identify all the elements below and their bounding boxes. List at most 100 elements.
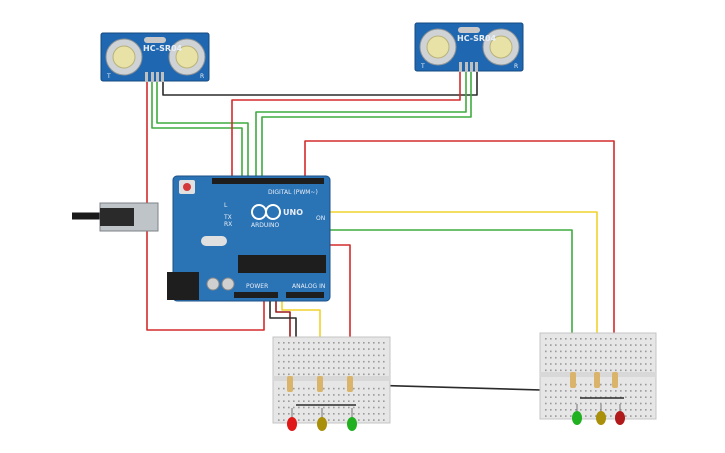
- breadboard-hole[interactable]: [635, 344, 637, 346]
- breadboard-hole[interactable]: [368, 360, 370, 363]
- breadboard-hole[interactable]: [650, 409, 652, 411]
- breadboard-hole[interactable]: [590, 338, 592, 340]
- breadboard-hole[interactable]: [590, 350, 592, 353]
- breadboard-hole[interactable]: [640, 363, 642, 365]
- breadboard-hole[interactable]: [650, 350, 652, 353]
- breadboard-hole[interactable]: [313, 394, 315, 396]
- breadboard-hole[interactable]: [313, 367, 315, 369]
- breadboard-hole[interactable]: [650, 369, 652, 372]
- breadboard-hole[interactable]: [278, 348, 280, 350]
- breadboard-hole[interactable]: [605, 409, 607, 411]
- arduino-uno-board[interactable]: ARDUINO UNO DIGITAL (PWM~) ANALOG IN POW…: [99, 175, 331, 302]
- breadboard-hole[interactable]: [333, 360, 335, 363]
- breadboard-hole[interactable]: [575, 363, 577, 365]
- breadboard-hole[interactable]: [570, 344, 572, 346]
- breadboard-hole[interactable]: [288, 400, 290, 402]
- breadboard-hole[interactable]: [338, 419, 340, 421]
- breadboard-hole[interactable]: [590, 369, 592, 372]
- breadboard-hole[interactable]: [308, 342, 310, 344]
- breadboard-hole[interactable]: [338, 367, 340, 369]
- breadboard-hole[interactable]: [620, 356, 622, 359]
- breadboard-hole[interactable]: [605, 344, 607, 346]
- breadboard-hole[interactable]: [328, 373, 330, 376]
- led-green[interactable]: [572, 411, 582, 425]
- resistor[interactable]: [317, 376, 323, 392]
- breadboard-hole[interactable]: [555, 409, 557, 411]
- breadboard-hole[interactable]: [565, 344, 567, 346]
- breadboard-hole[interactable]: [303, 419, 305, 421]
- breadboard-hole[interactable]: [363, 360, 365, 363]
- breadboard-hole[interactable]: [278, 354, 280, 357]
- breadboard-hole[interactable]: [368, 400, 370, 402]
- breadboard-hole[interactable]: [378, 354, 380, 357]
- breadboard-hole[interactable]: [298, 342, 300, 344]
- breadboard-hole[interactable]: [278, 387, 280, 390]
- breadboard-hole[interactable]: [595, 390, 597, 392]
- breadboard-hole[interactable]: [560, 350, 562, 353]
- breadboard-hole[interactable]: [293, 367, 295, 369]
- breadboard-hole[interactable]: [283, 387, 285, 390]
- breadboard-hole[interactable]: [353, 400, 355, 402]
- power-header[interactable]: [234, 292, 278, 298]
- breadboard-hole[interactable]: [368, 406, 370, 409]
- breadboard-hole[interactable]: [358, 348, 360, 350]
- breadboard-hole[interactable]: [640, 356, 642, 359]
- breadboard-hole[interactable]: [580, 363, 582, 365]
- breadboard-hole[interactable]: [560, 415, 562, 417]
- breadboard-hole[interactable]: [585, 409, 587, 411]
- breadboard-hole[interactable]: [585, 396, 587, 398]
- breadboard-hole[interactable]: [313, 354, 315, 357]
- breadboard-hole[interactable]: [318, 400, 320, 402]
- breadboard-hole[interactable]: [545, 390, 547, 392]
- breadboard-hole[interactable]: [565, 396, 567, 398]
- led-red[interactable]: [615, 411, 625, 425]
- breadboard-hole[interactable]: [620, 402, 622, 405]
- wire-sensor2-echo[interactable]: [261, 70, 472, 180]
- breadboard-hole[interactable]: [383, 373, 385, 376]
- breadboard-hole[interactable]: [368, 367, 370, 369]
- breadboard-hole[interactable]: [298, 348, 300, 350]
- breadboard-hole[interactable]: [298, 367, 300, 369]
- breadboard-hole[interactable]: [353, 387, 355, 390]
- led-green[interactable]: [347, 417, 357, 431]
- breadboard-hole[interactable]: [585, 363, 587, 365]
- breadboard-hole[interactable]: [368, 373, 370, 376]
- breadboard-hole[interactable]: [378, 387, 380, 390]
- wire-sensor2-trig[interactable]: [255, 70, 467, 180]
- breadboard-hole[interactable]: [308, 373, 310, 376]
- breadboard-hole[interactable]: [575, 396, 577, 398]
- breadboard-hole[interactable]: [323, 360, 325, 363]
- breadboard-hole[interactable]: [610, 396, 612, 398]
- breadboard-hole[interactable]: [293, 406, 295, 409]
- breadboard-hole[interactable]: [620, 338, 622, 340]
- breadboard-hole[interactable]: [378, 360, 380, 363]
- breadboard-hole[interactable]: [293, 400, 295, 402]
- breadboard-hole[interactable]: [373, 413, 375, 415]
- breadboard-hole[interactable]: [323, 394, 325, 396]
- breadboard-hole[interactable]: [640, 383, 642, 386]
- breadboard-hole[interactable]: [560, 383, 562, 386]
- breadboard-hole[interactable]: [650, 344, 652, 346]
- breadboard-hole[interactable]: [383, 400, 385, 402]
- breadboard-hole[interactable]: [328, 419, 330, 421]
- breadboard-hole[interactable]: [298, 419, 300, 421]
- breadboard-hole[interactable]: [650, 390, 652, 392]
- breadboard-hole[interactable]: [570, 390, 572, 392]
- breadboard-hole[interactable]: [600, 402, 602, 405]
- breadboard-hole[interactable]: [338, 394, 340, 396]
- breadboard-hole[interactable]: [363, 354, 365, 357]
- breadboard-hole[interactable]: [288, 354, 290, 357]
- breadboard-hole[interactable]: [298, 400, 300, 402]
- breadboard-hole[interactable]: [323, 367, 325, 369]
- breadboard-hole[interactable]: [368, 354, 370, 357]
- breadboard-hole[interactable]: [338, 373, 340, 376]
- breadboard-hole[interactable]: [363, 406, 365, 409]
- breadboard-hole[interactable]: [545, 350, 547, 353]
- breadboard-hole[interactable]: [650, 415, 652, 417]
- breadboard-hole[interactable]: [358, 400, 360, 402]
- breadboard-hole[interactable]: [303, 367, 305, 369]
- breadboard-hole[interactable]: [600, 350, 602, 353]
- breadboard-hole[interactable]: [555, 338, 557, 340]
- breadboard-hole[interactable]: [555, 350, 557, 353]
- breadboard-hole[interactable]: [313, 406, 315, 409]
